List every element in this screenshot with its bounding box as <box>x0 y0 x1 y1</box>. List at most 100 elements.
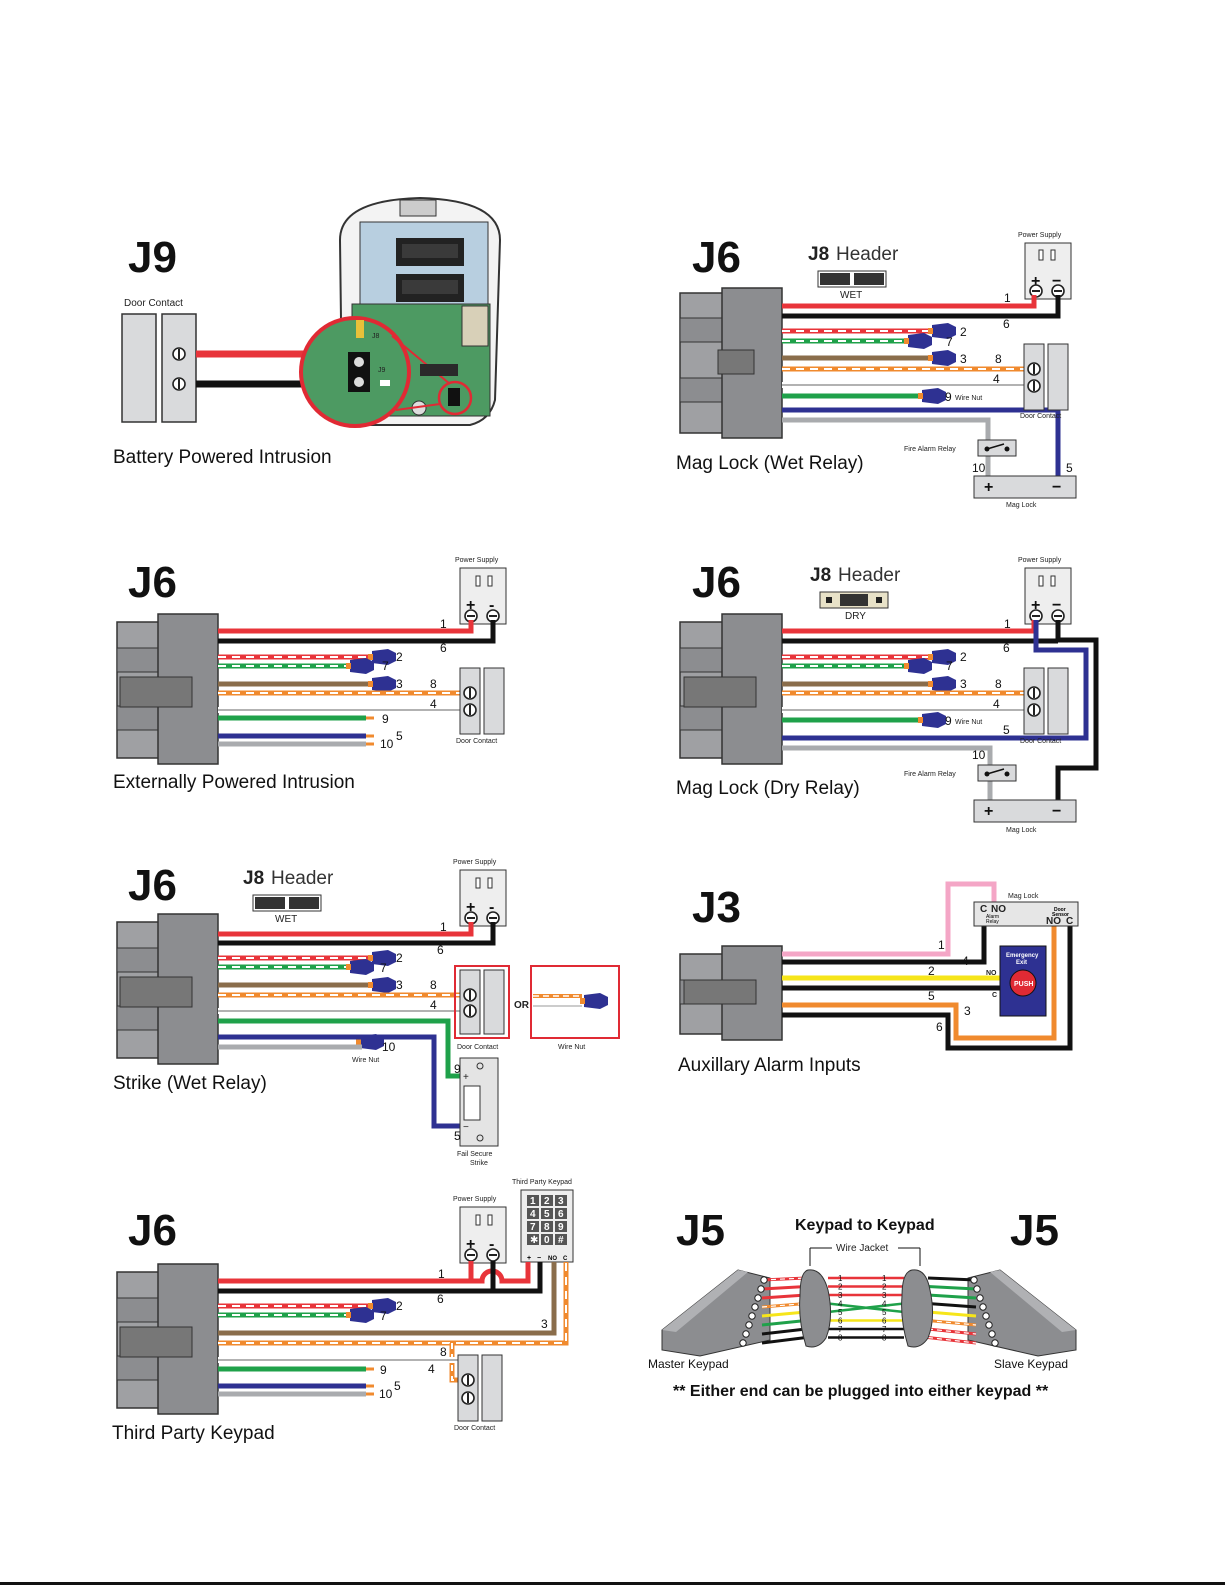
j5-terminal <box>742 1330 750 1338</box>
relay-switch-icon <box>977 439 1017 457</box>
j5-pin-left: 4 <box>838 1300 843 1309</box>
keypad-key <box>527 1195 539 1206</box>
fire-relay-label: Fire Alarm Relay <box>904 446 956 453</box>
j5-wire <box>761 1319 807 1327</box>
svg-text:+: + <box>466 597 475 614</box>
svg-text:4: 4 <box>993 372 1000 386</box>
svg-text:PUSH: PUSH <box>1014 981 1033 988</box>
svg-text:3: 3 <box>960 352 967 366</box>
power-supply: + − <box>1024 242 1072 300</box>
svg-text:Strike: Strike <box>470 1160 488 1167</box>
j5-pin-left: 8 <box>838 1334 843 1343</box>
jumper-label: WET <box>840 290 862 301</box>
svg-text:Relay: Relay <box>986 919 999 925</box>
svg-text:3: 3 <box>396 978 403 992</box>
svg-text:10: 10 <box>379 1387 393 1401</box>
board-j9-label: J9 <box>378 367 386 374</box>
svg-text:5: 5 <box>454 1129 461 1143</box>
panel-caption: Externally Powered Intrusion <box>113 772 355 793</box>
svg-text:−: − <box>537 1255 541 1262</box>
svg-text:Sensor: Sensor <box>1052 912 1069 918</box>
j8-header-bold: J8 <box>808 244 829 265</box>
door-contact-label: Door Contact <box>124 298 183 309</box>
j6-connector <box>679 287 783 439</box>
panel-third-party-keypad: J6 Power Supply + - Third Party Keypad 1… <box>112 1179 574 1444</box>
wire-nut-icon <box>904 333 932 349</box>
j5-terminal <box>751 1303 759 1311</box>
title-left: J5 <box>676 1206 725 1255</box>
door-contact <box>1023 343 1069 411</box>
svg-text:3: 3 <box>396 677 403 691</box>
keypad-key <box>541 1208 553 1219</box>
j5-wire <box>927 1310 977 1318</box>
keypad-key-label: # <box>558 1235 564 1246</box>
j5-pin-left: 7 <box>838 1325 843 1334</box>
svg-text:-: - <box>489 597 494 614</box>
door-contact <box>1023 667 1069 735</box>
door-contact <box>121 313 197 423</box>
svg-text:-: - <box>489 1236 494 1253</box>
jumper-wet <box>817 270 887 288</box>
j5-pin-right: 8 <box>882 1334 887 1343</box>
svg-text:NO: NO <box>986 970 997 977</box>
panel-title: J6 <box>128 1206 177 1255</box>
door-contact <box>459 667 505 735</box>
svg-text:−: − <box>1052 273 1061 290</box>
j5-pin-right: 3 <box>882 1291 887 1300</box>
keypad-key-label: ✱ <box>530 1235 538 1246</box>
keypad-key <box>527 1208 539 1219</box>
svg-text:5: 5 <box>394 1379 401 1393</box>
panel-caption: Third Party Keypad <box>112 1423 275 1444</box>
emergency-exit-button: Emergency Exit PUSH <box>999 945 1047 1017</box>
screw-terminal-icon <box>172 377 186 391</box>
slave-keypad-label: Slave Keypad <box>994 1357 1068 1371</box>
svg-text:6: 6 <box>440 641 447 655</box>
svg-text:2: 2 <box>396 951 403 965</box>
j5-terminal <box>748 1312 756 1320</box>
svg-text:Wire Nut: Wire Nut <box>955 719 982 726</box>
panel-j9-battery-intrusion: J9 Door Contact <box>113 196 502 468</box>
svg-text:1: 1 <box>440 920 447 934</box>
svg-text:-: - <box>489 899 494 916</box>
wire-nut-icon <box>918 388 946 404</box>
j5-terminal <box>985 1321 993 1329</box>
power-supply-label: Power Supply <box>455 557 499 564</box>
svg-text:6: 6 <box>437 943 444 957</box>
j5-wire <box>761 1285 807 1291</box>
svg-text:C: C <box>1066 916 1073 927</box>
svg-text:2: 2 <box>960 650 967 664</box>
j5-terminal <box>982 1312 990 1320</box>
svg-text:9: 9 <box>380 1363 387 1377</box>
svg-text:8: 8 <box>995 677 1002 691</box>
mag-lock: + − <box>973 475 1077 499</box>
svg-text:3: 3 <box>541 1317 548 1331</box>
j5-terminal <box>991 1339 999 1347</box>
svg-text:Wire Nut: Wire Nut <box>352 1057 379 1064</box>
panel-caption: Mag Lock (Wet Relay) <box>676 453 864 474</box>
svg-text:+: + <box>527 1255 531 1262</box>
wire-nut-icon <box>580 993 608 1009</box>
mag-lock-label: Mag Lock <box>1006 827 1037 834</box>
j5-terminal <box>979 1303 987 1311</box>
title-right: J5 <box>1010 1206 1059 1255</box>
svg-text:9: 9 <box>945 714 952 728</box>
svg-text:3: 3 <box>960 677 967 691</box>
j8-header-bold: J8 <box>810 565 831 586</box>
panel-caption: Strike (Wet Relay) <box>113 1073 267 1094</box>
keypad-key <box>541 1221 553 1232</box>
keypad-key <box>555 1221 567 1232</box>
j5-pin-right: 6 <box>882 1317 887 1326</box>
j6-connector <box>116 1263 219 1415</box>
fire-relay-label: Fire Alarm Relay <box>904 771 956 778</box>
j5-wire-bundle <box>739 1276 999 1347</box>
keypad-key <box>527 1221 539 1232</box>
wire-nut-label-alt: Wire Nut <box>558 1044 585 1051</box>
keypad-key <box>555 1234 567 1245</box>
door-contact-highlight <box>454 965 510 1039</box>
jumper-wet <box>252 894 322 912</box>
panel-title: J6 <box>128 861 177 910</box>
j5-wire <box>927 1293 977 1300</box>
j5-wire <box>927 1276 977 1282</box>
